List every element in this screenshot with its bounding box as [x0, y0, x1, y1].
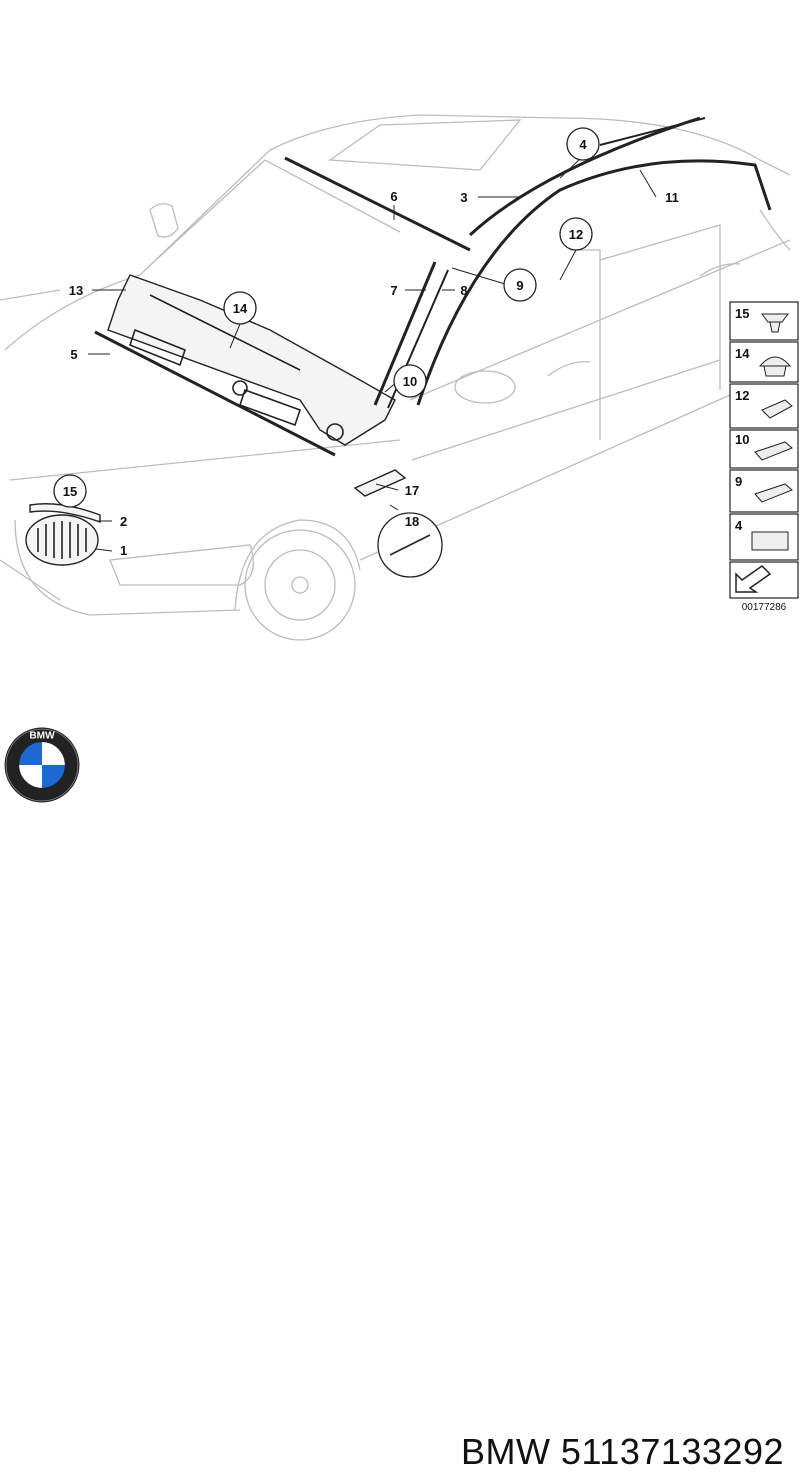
svg-text:4: 4	[735, 518, 743, 533]
arrow-icon	[735, 565, 772, 593]
legend-item-14: 14	[729, 341, 799, 383]
part-number: BMW 51137133292	[460, 1431, 784, 1472]
leader-lines	[57, 157, 657, 552]
callout-1: 1	[120, 543, 127, 558]
windshield-molding-part	[284, 156, 471, 252]
legend-item-15: 15	[729, 301, 799, 341]
callout-11: 11	[665, 190, 679, 205]
svg-text:5: 5	[70, 347, 77, 362]
svg-text:6: 6	[390, 189, 397, 204]
side-marker-lens-detail	[377, 512, 443, 578]
callout-12: 12	[559, 217, 593, 251]
callout-10: 10	[393, 364, 427, 398]
callout-4: 4	[566, 127, 600, 161]
svg-text:14: 14	[735, 346, 750, 361]
clip-10-icon	[754, 441, 793, 461]
svg-text:15: 15	[735, 306, 749, 321]
svg-text:1: 1	[120, 543, 127, 558]
callout-14: 14	[223, 291, 257, 325]
callout-18: 18	[405, 514, 419, 529]
svg-text:10: 10	[735, 432, 749, 447]
svg-text:13: 13	[69, 283, 83, 298]
svg-text:8: 8	[460, 283, 467, 298]
svg-text:12: 12	[569, 227, 583, 242]
diagram-ref-code: 00177286	[742, 602, 787, 613]
clip-12-icon	[761, 399, 793, 419]
fastener-legend: 15 14 12 10 9 4	[729, 301, 799, 613]
kidney-grille-part	[25, 514, 99, 566]
callout-7: 7	[390, 283, 397, 298]
footer: BMW BMW 51137133292	[0, 695, 800, 1472]
clip-9-icon	[754, 483, 793, 503]
svg-text:11: 11	[665, 190, 679, 205]
roof-molding-part	[468, 116, 701, 237]
svg-text:9: 9	[516, 278, 523, 293]
cowl-panel-part	[107, 274, 396, 446]
callout-15: 15	[53, 474, 87, 508]
a-pillar-trim-part	[373, 261, 437, 406]
legend-item-4: 4	[729, 513, 799, 561]
legend-arrow-box	[729, 561, 799, 599]
legend-item-12: 12	[729, 383, 799, 429]
roof-drip-molding-part	[416, 159, 772, 406]
clip-14-icon	[758, 356, 792, 377]
svg-text:12: 12	[735, 388, 749, 403]
callout-8: 8	[460, 283, 467, 298]
bmw-logo: BMW	[4, 727, 80, 803]
svg-text:7: 7	[390, 283, 397, 298]
svg-text:3: 3	[460, 190, 467, 205]
callout-9: 9	[503, 268, 537, 302]
callout-2: 2	[120, 514, 127, 529]
svg-text:17: 17	[405, 483, 419, 498]
callout-6: 6	[390, 189, 397, 204]
svg-text:2: 2	[120, 514, 127, 529]
callout-5: 5	[70, 347, 77, 362]
clip-4-icon	[751, 531, 789, 551]
svg-text:15: 15	[63, 484, 77, 499]
svg-text:10: 10	[403, 374, 417, 389]
side-marker-light-part	[353, 469, 407, 497]
legend-item-9: 9	[729, 469, 799, 513]
roof-strip-part	[599, 117, 706, 146]
callout-13: 13	[69, 283, 83, 298]
parts-diagram: 1 2 3 4 5 6 7 8 9 10 11 12 13 14	[0, 114, 799, 641]
svg-text:14: 14	[233, 301, 248, 316]
clip-15-icon	[761, 313, 789, 333]
svg-text:9: 9	[735, 474, 742, 489]
grille-frame-part	[29, 503, 101, 523]
legend-item-10: 10	[729, 429, 799, 469]
callout-17: 17	[405, 483, 419, 498]
cowl-seal-part	[94, 330, 336, 457]
callout-3: 3	[460, 190, 467, 205]
svg-text:4: 4	[579, 137, 587, 152]
svg-text:18: 18	[405, 514, 419, 529]
logo-lettering: BMW	[29, 730, 55, 741]
car-outline-sketch	[0, 114, 791, 641]
